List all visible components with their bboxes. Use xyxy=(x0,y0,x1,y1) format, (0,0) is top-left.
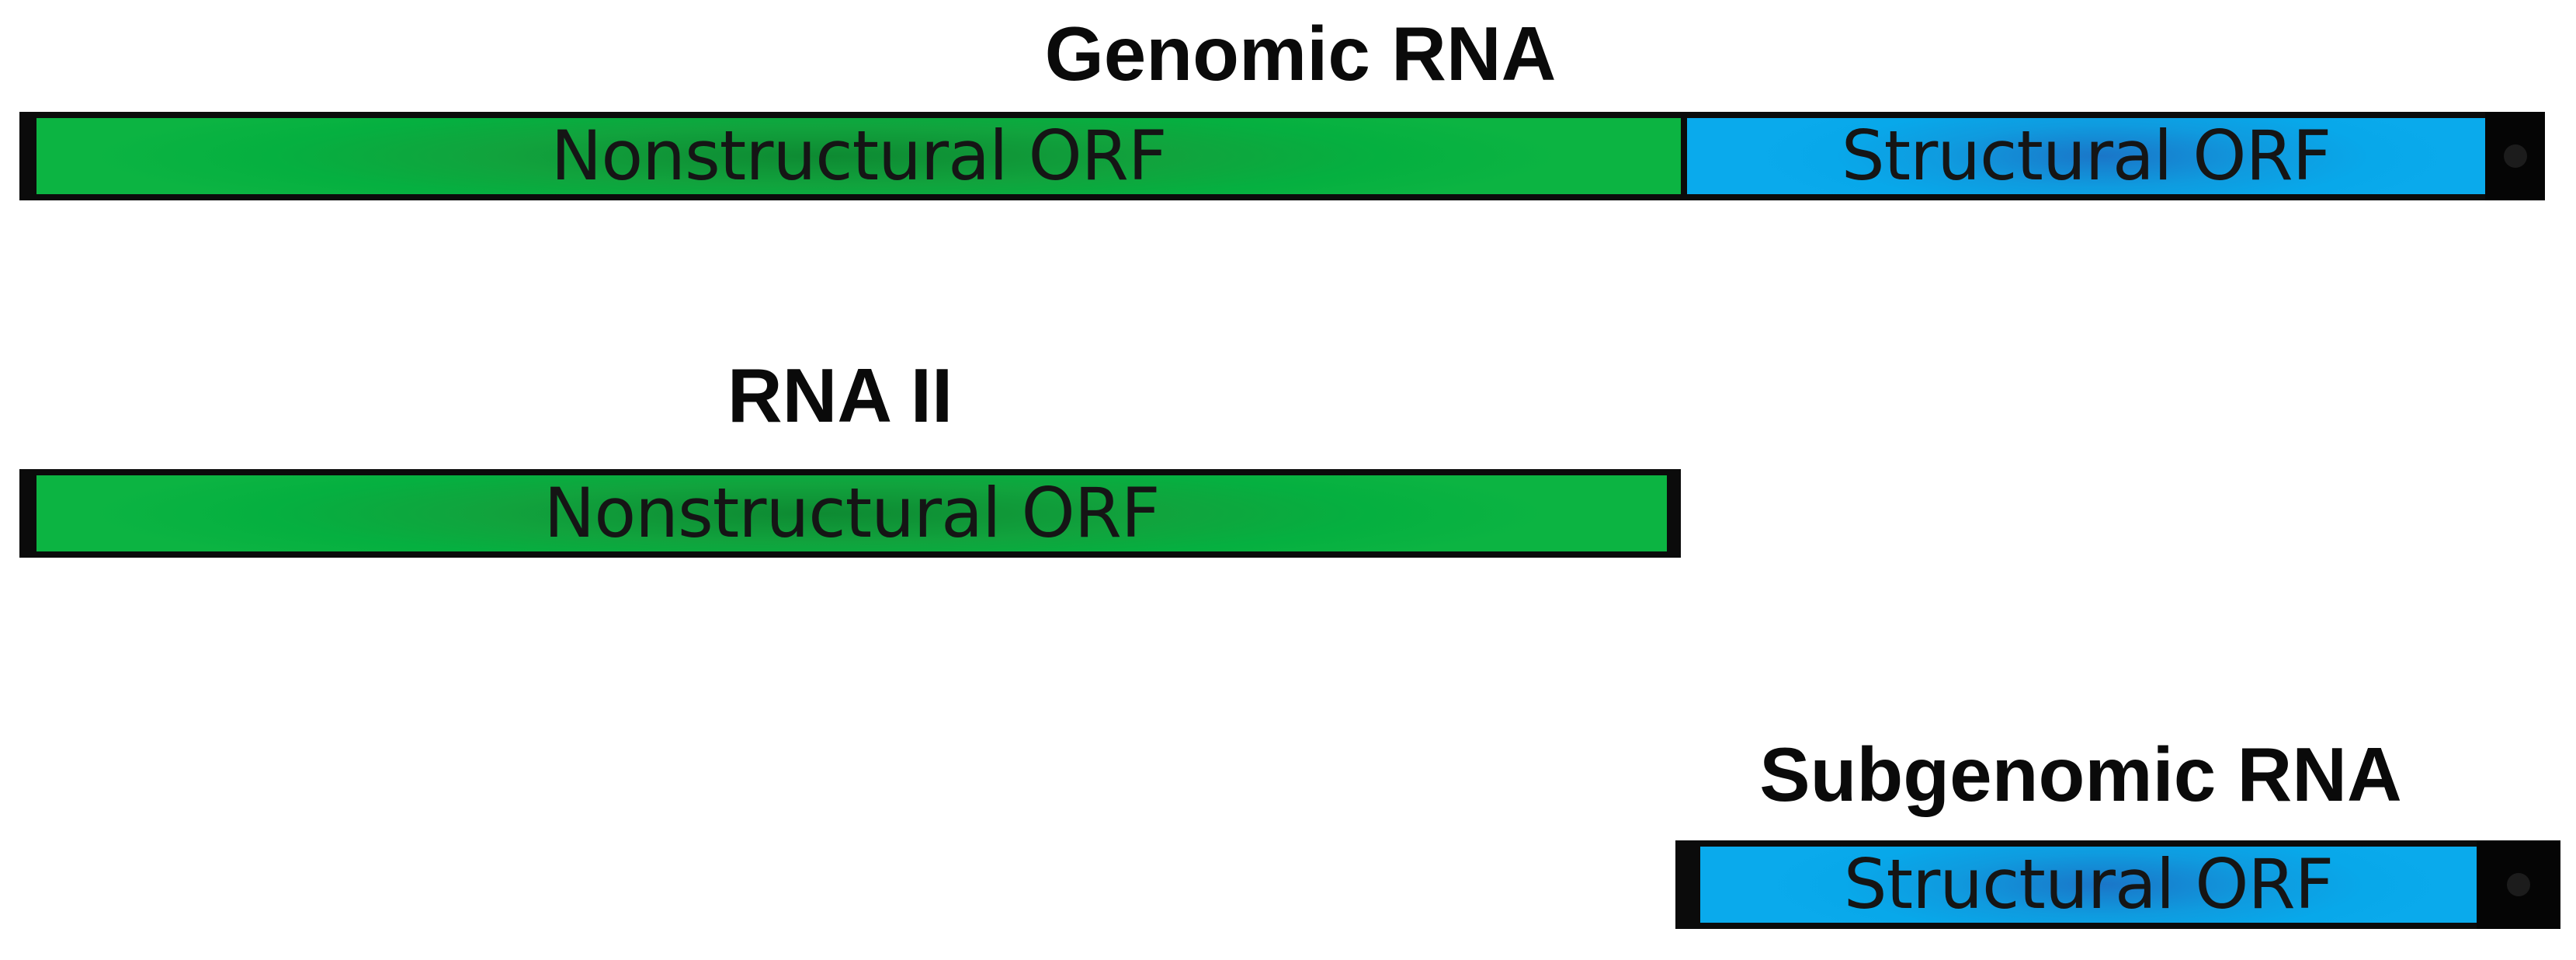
genomic-structural-orf-label: Structural ORF xyxy=(1841,118,2332,194)
subgenomic-rna-title: Subgenomic RNA xyxy=(1759,732,2402,817)
rna-ii-nonstructural-orf-label: Nonstructural ORF xyxy=(543,475,1161,551)
rna-ii-bar: Nonstructural ORF xyxy=(19,469,1681,558)
genomic-rna-bar: Nonstructural ORF Structural ORF xyxy=(19,112,2545,200)
subgenomic-rna-bar: Structural ORF xyxy=(1675,840,2560,929)
cap-dot xyxy=(2503,144,2527,168)
genomic-3prime-cap xyxy=(2485,112,2545,200)
subgenomic-structural-orf-label: Structural ORF xyxy=(1843,847,2335,923)
rna-ii-nonstructural-orf: Nonstructural ORF xyxy=(36,475,1667,551)
genomic-structural-orf: Structural ORF xyxy=(1687,118,2485,194)
genomic-nonstructural-orf-label: Nonstructural ORF xyxy=(550,118,1168,194)
genomic-rna-title: Genomic RNA xyxy=(1044,11,1557,96)
subgenomic-3prime-cap xyxy=(2477,840,2560,929)
rna-ii-title: RNA II xyxy=(727,353,953,438)
subgenomic-structural-orf: Structural ORF xyxy=(1700,847,2477,923)
genomic-nonstructural-orf: Nonstructural ORF xyxy=(36,118,1681,194)
cap-dot xyxy=(2507,873,2530,896)
